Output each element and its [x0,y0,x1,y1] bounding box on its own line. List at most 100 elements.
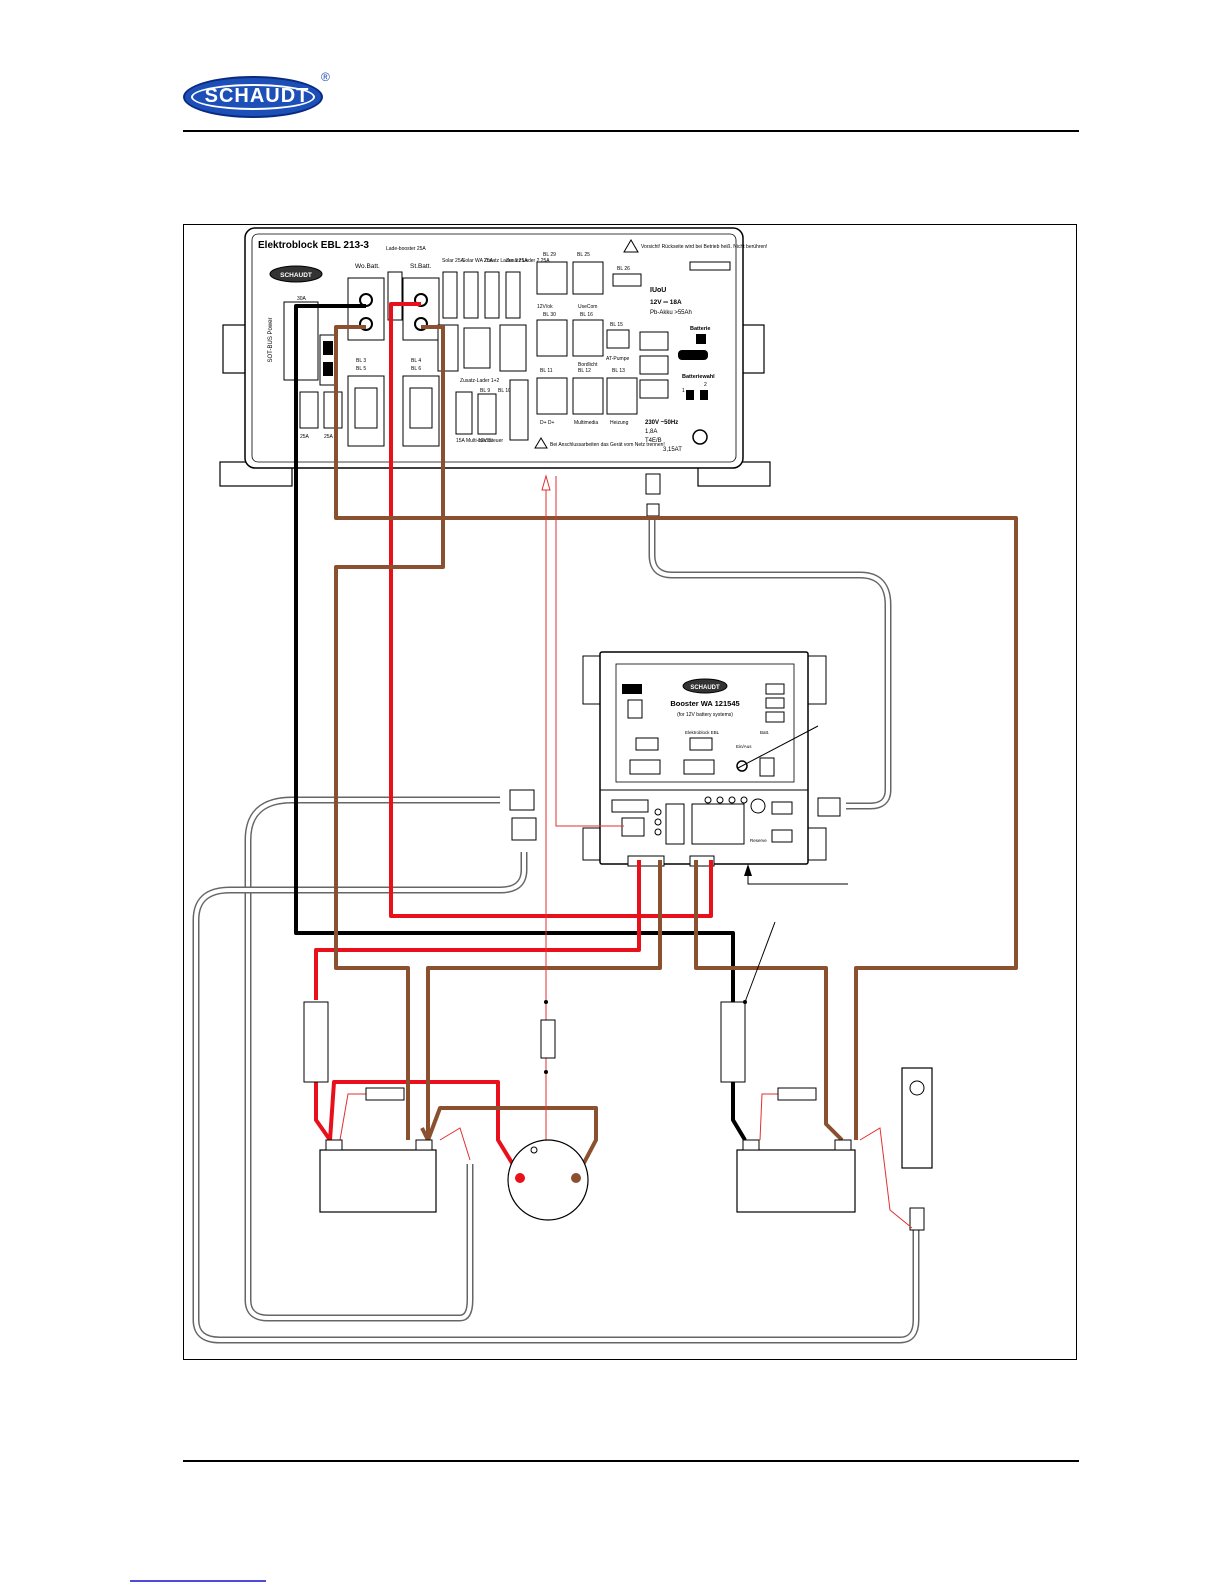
bl13-socket [606,377,638,415]
fuse-dplus [540,1019,556,1059]
booster-unit: SCHAUDT Booster WA 121545 (for 12V batte… [582,651,827,867]
booster-terminal-strip [611,799,649,813]
logo-text: SCHAUDT [204,84,310,107]
booster-sensor-socket-2 [771,829,793,843]
notice-text: Bei Anschlussarbeiten das Gerät vom Netz… [550,442,665,448]
bl9-label: BL 9 [480,388,490,394]
booster-icon-a [635,737,659,751]
bordlicht-label: Bordlicht [578,362,598,368]
booster-brand: SCHAUDT [690,685,720,691]
leader-line-connector [747,868,848,885]
multimedia-fuse-label: 15A Multi-media [456,438,492,444]
booster-batt-label: Batt. [760,730,769,735]
bl10-label: BL 10 [498,388,511,394]
black-wire [294,304,735,1095]
footer-link-underline[interactable] [130,1580,266,1582]
steuer-label: 12V Steuer [478,438,503,444]
battery-sensor-plug [909,1207,925,1231]
booster-batt-switch [759,757,775,777]
red-wire-st-batt [389,302,713,918]
heizung-label: Heizung [610,420,629,426]
brown-wire-stub [420,1127,430,1141]
fuse-25a-1-label: 25A [300,434,310,440]
temp-sensor-plug [678,350,708,360]
bl11-socket [536,377,568,415]
steuer-connector [477,393,497,435]
bl26-socket [612,273,642,287]
ebl-faceplate [251,233,737,463]
bl12-label: BL 12 [578,368,591,374]
booster-led-2 [654,818,662,826]
booster-status-4 [740,796,748,804]
booster-indicator-3 [765,711,785,723]
logo-registered-mark: ® [321,70,330,84]
booster-switch [627,699,643,719]
alternator-b-plus [515,1173,525,1183]
mains-current: 1,8A [645,429,657,435]
st-batt-label: St.Batt. [410,263,432,270]
booster-subtitle: (for 12V battery systems) [677,712,733,718]
zusatz2-fuse [505,271,521,319]
battery-1-terminal-plus [325,1139,343,1151]
booster-sensor-socket-1 [771,801,793,815]
bl16-socket [572,319,604,357]
thin-red-2 [439,1127,471,1161]
display-strip [689,261,731,271]
bl25-socket [572,261,604,295]
zusatz2-label: Zusatz Lader 2 25A [506,258,550,264]
spec-current: 12V ═ 18A [650,299,682,306]
leader-line-fuse [744,921,776,1003]
bl13-label: BL 13 [612,368,625,374]
dd-label: D+ D+ [540,420,555,426]
solar-wa-label: Solar WA 25A [462,258,494,264]
logo-oval [183,76,323,118]
junction-2 [544,1070,548,1074]
bl30-socket [536,319,568,357]
grey-cables [192,516,920,1344]
brown-wire-wo-batt [334,325,1018,1140]
sotbus-power-label: SOT-BUS Power [268,317,274,362]
booster-indicator-1 [765,683,785,695]
d-plus-wire-b [555,476,624,827]
mains-fuse-holder-icon [692,429,708,445]
battery-sensor-bolt-icon [909,1080,925,1096]
output-socket-2 [639,355,669,375]
ebl-mount-tab-left [222,324,248,374]
leader-line-booster [737,725,819,769]
battery-1 [319,1139,437,1213]
red-wire-loop [328,1080,522,1178]
booster-brand-badge [682,678,728,694]
fuse-small-1 [365,1087,405,1101]
thin-red-4 [859,1127,913,1229]
battery-1-body [319,1149,437,1213]
warning-text: Vorsicht! Rückseite wird bei Betrieb hei… [641,244,767,250]
batteriewahl-1-label: 1 [682,388,685,394]
bl26-label: BL 26 [617,266,630,272]
output-socket-3 [639,379,669,399]
booster-title: Booster WA 121545 [670,699,739,708]
red-wire-booster-batt [314,860,641,1000]
alternator [507,1139,589,1221]
booster-conn-a [629,759,661,775]
bl15-label: BL 15 [610,322,623,328]
spec-battery: Pb-Akku >55Ah [650,310,692,316]
batterie-switch [696,334,706,344]
sensor-cable-a-outer [244,796,500,1322]
mains-voltage: 230V ~50Hz [645,420,678,426]
booster-led-3 [654,828,662,836]
leader-arrow-icon [744,864,752,876]
pos-label: 12V/ok [537,304,553,310]
red-wire-batt1 [314,1082,332,1142]
ebl-unit: Elektroblock EBL 213-3 SCHAUDT SOT-BUS P… [219,227,771,487]
zusatz1-fuse [484,271,500,319]
mains-fuse-type: T4E/B [645,438,662,444]
ladebooster-label: Lade-booster 25A [386,246,426,252]
schaudt-logo: SCHAUDT ® [183,70,331,122]
booster-terminal-grid [691,803,745,845]
booster-power-plug [627,855,665,867]
alternator-d-plus [530,1146,538,1154]
booster-ctrl-socket [621,817,645,837]
booster-pin-header [689,855,715,867]
footer-rule [183,1460,1079,1462]
multimedia-label: Multimedia [574,420,598,426]
